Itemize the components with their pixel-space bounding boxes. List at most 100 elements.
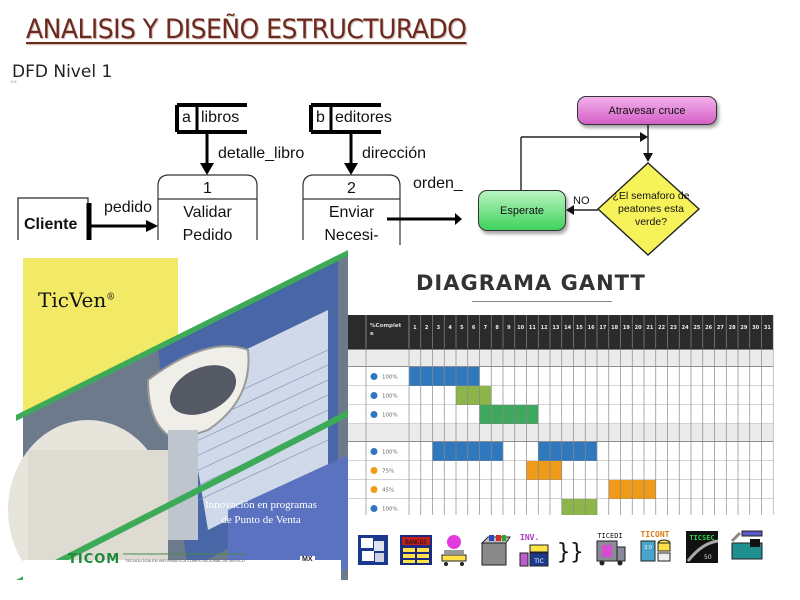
gantt-header: [348, 315, 774, 349]
process-2-line1: Enviar: [328, 204, 375, 221]
decision-diamond: [596, 162, 701, 256]
flowchart-wait-node: Esperate: [478, 190, 566, 231]
day-label-18: 18: [611, 325, 618, 331]
gantt-bar: [526, 461, 562, 480]
registered-mark: ®: [106, 292, 116, 303]
svg-text:50: 50: [704, 554, 712, 561]
data-store-b-shape: [309, 103, 381, 134]
product-icons-bar: BANCOS INV. TIC }}: [350, 525, 780, 570]
day-label-27: 27: [717, 325, 724, 331]
status-dot-icon: [370, 448, 378, 455]
gantt-group-row: [348, 349, 774, 367]
day-label-17: 17: [599, 325, 606, 331]
day-label-7: 7: [484, 325, 488, 331]
day-label-2: 2: [425, 325, 429, 331]
flow-label-detalle-libro: detalle_libro: [218, 145, 305, 162]
process-2-number: 2: [347, 180, 356, 197]
day-label-29: 29: [740, 325, 747, 331]
status-dot-icon: [370, 411, 378, 418]
gantt-task-row: [348, 405, 774, 424]
svg-text:TICEDI: TICEDI: [597, 532, 622, 540]
data-store-a-id: a: [182, 109, 191, 126]
day-label-30: 30: [752, 325, 759, 331]
process-1-line1: Validar: [183, 204, 232, 221]
process-1-number: 1: [203, 180, 212, 197]
day-label-11: 11: [529, 325, 536, 331]
poster-tagline: Innovación en programas de Punto de Vent…: [186, 498, 336, 528]
day-label-23: 23: [670, 325, 677, 331]
svg-text:TICSEC: TICSEC: [689, 534, 714, 542]
dfd-level-label: DFD Nivel 1: [12, 62, 113, 82]
bancos-icon: BANCOS: [400, 535, 432, 565]
completion-percent: 100%: [382, 394, 398, 400]
completion-percent: 100%: [382, 450, 398, 456]
data-store-a-shape: [175, 103, 247, 134]
no-branch-label: NO: [573, 195, 590, 207]
day-label-3: 3: [437, 325, 441, 331]
dfd-lines: [17, 103, 462, 245]
page-title: ANALISIS Y DISEÑO ESTRUCTURADO: [26, 14, 467, 45]
gantt-task-row: [348, 499, 774, 518]
ticedi-truck-icon: TICEDI: [596, 532, 626, 566]
dfd-diagram: a libros b editores detalle_libro direcc…: [0, 95, 470, 245]
day-label-19: 19: [623, 325, 630, 331]
poster-green-stripe-bottom: [16, 410, 348, 580]
day-label-4: 4: [448, 325, 452, 331]
ticom-subtitle: TECNOLOGIA EN INFORMATICA COMPUTACIONAL …: [125, 558, 245, 563]
flowchart-start-node: Atravesar cruce: [577, 96, 717, 125]
flow-label-pedido: pedido: [104, 199, 153, 216]
completion-percent: 100%: [382, 413, 398, 419]
inventario-icon: INV. TIC: [519, 533, 549, 567]
status-dot-icon: [370, 392, 378, 399]
tagline-line-1: Innovación en programas: [205, 499, 317, 511]
day-label-8: 8: [495, 325, 499, 331]
svg-text:TIC: TIC: [533, 558, 544, 565]
cash-register-icon: [730, 530, 763, 560]
day-label-31: 31: [764, 325, 771, 331]
process-1-line2: Pedido: [182, 227, 233, 244]
decision-line-2: peatones esta: [618, 203, 684, 215]
decision-line-1: ¿El semaforo de: [612, 190, 690, 202]
gantt-bar: [538, 442, 597, 461]
pos-user-icon: [441, 535, 467, 566]
completion-percent: 100%: [382, 507, 398, 513]
day-label-12: 12: [541, 325, 548, 331]
decision-text: ¿El semaforo de peatones esta verde?: [608, 190, 694, 229]
day-label-6: 6: [472, 325, 476, 331]
arrow-down-icon: [643, 153, 653, 162]
data-store-b-name: editores: [335, 109, 392, 126]
brand-name: TicVen: [38, 288, 107, 312]
poster-green-stripe-top: [16, 250, 348, 421]
arrow-right-icon: [146, 220, 158, 232]
ticom-logo: TICOM: [68, 552, 121, 567]
day-label-21: 21: [646, 325, 653, 331]
data-store-a-name: libros: [201, 109, 240, 126]
tagline-line-2: de Punto de Venta: [221, 514, 301, 526]
arrow-left-icon: [566, 205, 574, 215]
ticont-icon: TICONT 3.0: [640, 530, 671, 562]
wait-node-label: Esperate: [499, 204, 545, 217]
arrow-right-icon: [640, 132, 648, 142]
gantt-task-row: [348, 480, 774, 499]
day-label-10: 10: [517, 325, 524, 331]
day-label-5: 5: [460, 325, 464, 331]
ticsec-icon: TICSEC 50: [686, 531, 719, 563]
product-icons-svg: BANCOS INV. TIC }}: [358, 530, 763, 567]
completion-percent: 45%: [382, 488, 394, 494]
arrow-down-icon: [344, 163, 358, 175]
day-label-20: 20: [635, 325, 642, 331]
day-label-22: 22: [658, 325, 665, 331]
gantt-bar: [561, 499, 597, 518]
status-dot-icon: [370, 486, 378, 493]
data-store-b-id: b: [316, 109, 325, 126]
ticven-poster: TicVen® Innovación en programas de Punto…: [8, 240, 348, 580]
svg-text:BANCOS: BANCOS: [405, 539, 427, 546]
completion-header-wrap: e: [370, 331, 374, 337]
svg-text:3.0: 3.0: [644, 545, 652, 551]
day-label-13: 13: [552, 325, 559, 331]
completion-percent: 100%: [382, 375, 398, 381]
day-label-24: 24: [682, 325, 689, 331]
gantt-title: DIAGRAMA GANTT: [416, 271, 646, 295]
flowchart-connectors: [520, 125, 701, 256]
